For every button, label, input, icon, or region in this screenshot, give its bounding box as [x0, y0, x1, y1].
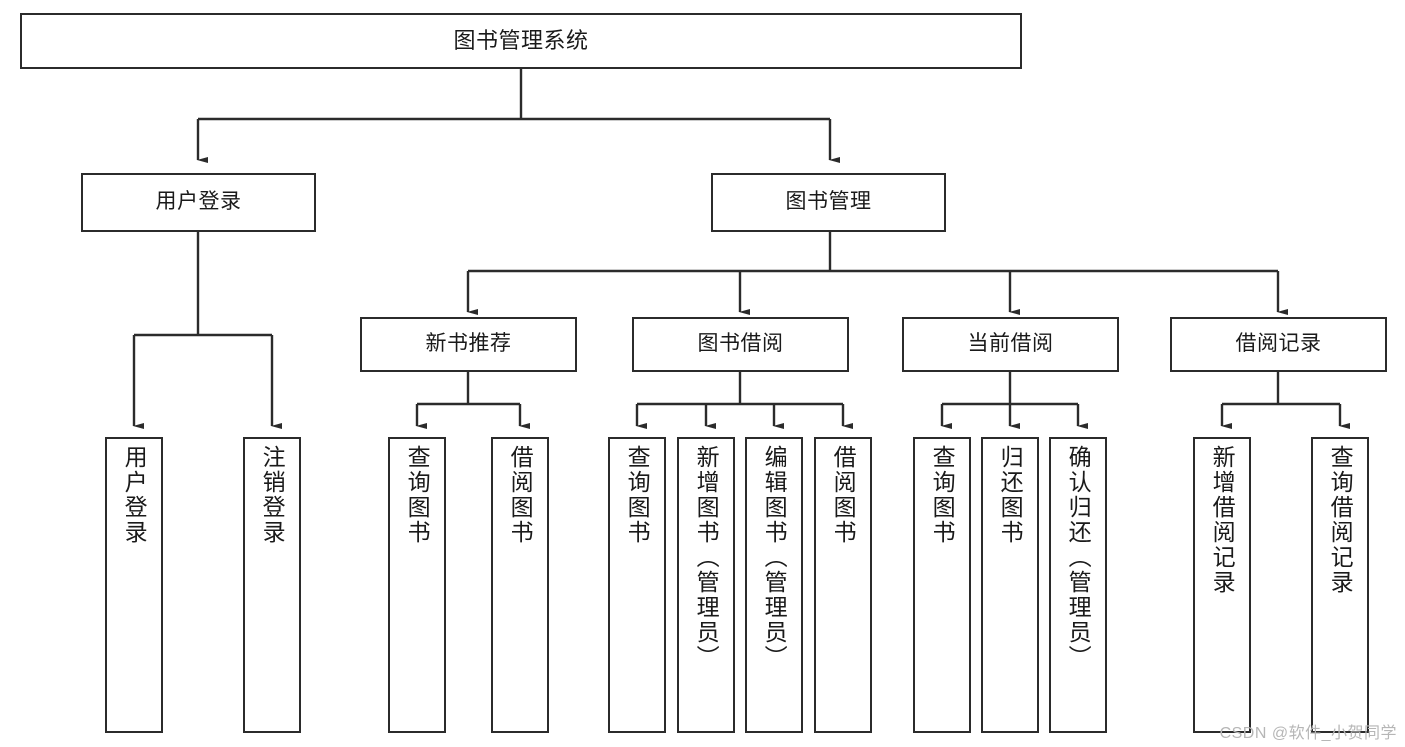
node-label: 确认归还（管理员） — [1065, 445, 1092, 670]
leaf-new-book-borrow-book[interactable]: 借阅图书 — [491, 437, 549, 733]
node-root-book-management-system[interactable]: 图书管理系统 — [20, 13, 1022, 69]
leaf-record-add-borrow-record[interactable]: 新增借阅记录 — [1193, 437, 1251, 733]
leaf-record-query-borrow-record[interactable]: 查询借阅记录 — [1311, 437, 1369, 733]
csdn-watermark: CSDN @软件_小贺同学 — [1219, 725, 1397, 742]
node-current-borrow[interactable]: 当前借阅 — [902, 317, 1119, 372]
node-label: 注销登录 — [259, 445, 286, 545]
node-book-management[interactable]: 图书管理 — [711, 173, 946, 232]
node-user-login[interactable]: 用户登录 — [81, 173, 316, 232]
leaf-user-login[interactable]: 用户登录 — [105, 437, 163, 733]
node-label: 图书管理系统 — [453, 28, 589, 54]
node-borrow-record[interactable]: 借阅记录 — [1170, 317, 1387, 372]
node-label: 用户登录 — [155, 190, 242, 214]
leaf-new-book-query-book[interactable]: 查询图书 — [388, 437, 446, 733]
node-label: 图书管理 — [785, 190, 872, 214]
leaf-logout[interactable]: 注销登录 — [243, 437, 301, 733]
leaf-current-confirm-return-admin[interactable]: 确认归还（管理员） — [1049, 437, 1107, 733]
node-label: 查询图书 — [404, 445, 431, 545]
node-label: 查询图书 — [929, 445, 956, 545]
node-label: 查询图书 — [624, 445, 651, 545]
node-label: 借阅记录 — [1235, 332, 1322, 356]
leaf-current-query-book[interactable]: 查询图书 — [913, 437, 971, 733]
node-new-book-recommendation[interactable]: 新书推荐 — [360, 317, 577, 372]
node-label: 新增借阅记录 — [1209, 445, 1236, 595]
leaf-borrow-borrow-book[interactable]: 借阅图书 — [814, 437, 872, 733]
leaf-borrow-add-book-admin[interactable]: 新增图书（管理员） — [677, 437, 735, 733]
leaf-current-return-book[interactable]: 归还图书 — [981, 437, 1039, 733]
node-label: 用户登录 — [121, 445, 148, 545]
node-label: 当前借阅 — [967, 332, 1054, 356]
node-label: 借阅图书 — [830, 445, 857, 545]
node-label: 归还图书 — [997, 445, 1024, 545]
node-label: 借阅图书 — [507, 445, 534, 545]
node-label: 查询借阅记录 — [1327, 445, 1354, 595]
node-label: 图书借阅 — [697, 332, 784, 356]
node-book-borrow[interactable]: 图书借阅 — [632, 317, 849, 372]
leaf-borrow-edit-book-admin[interactable]: 编辑图书（管理员） — [745, 437, 803, 733]
node-label: 新增图书（管理员） — [693, 445, 720, 670]
node-label: 编辑图书（管理员） — [761, 445, 788, 670]
node-label: 新书推荐 — [425, 332, 512, 356]
leaf-borrow-query-book[interactable]: 查询图书 — [608, 437, 666, 733]
